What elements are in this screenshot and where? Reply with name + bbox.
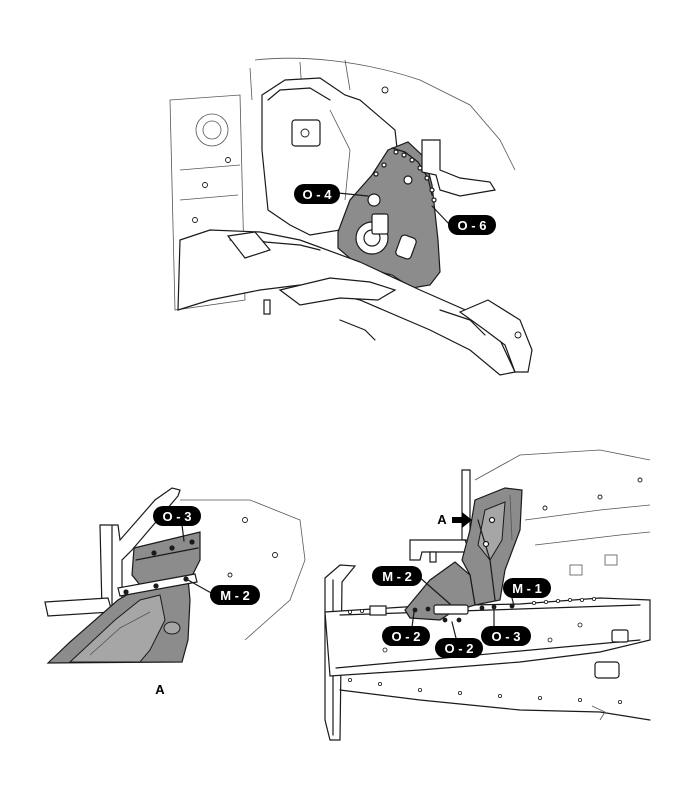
callout-top-o6-text: O - 6 xyxy=(458,218,487,233)
detail-a-drawing xyxy=(44,487,306,664)
callout-right-o2-left-text: O - 2 xyxy=(392,629,421,644)
callout-detail-o3-text: O - 3 xyxy=(163,509,192,524)
callout-right-o2-center: O - 2 xyxy=(435,621,483,658)
callout-right-o2-left: O - 2 xyxy=(382,611,430,646)
callout-detail-o3: O - 3 xyxy=(153,506,201,542)
view-arrow-a-text: A xyxy=(437,512,447,527)
callout-top-o4: O - 4 xyxy=(294,184,369,204)
callout-right-o3-text: O - 3 xyxy=(492,629,521,644)
callout-top-o4-text: O - 4 xyxy=(303,187,333,202)
detail-a-caption: A xyxy=(155,682,165,697)
callout-detail-m2: M - 2 xyxy=(187,579,260,605)
callout-right-o3: O - 3 xyxy=(481,609,531,646)
right-view-drawing xyxy=(324,449,651,741)
callout-right-o2-center-text: O - 2 xyxy=(445,641,474,656)
arrow-right-icon xyxy=(452,512,472,528)
callout-right-m1: M - 1 xyxy=(503,578,551,607)
callout-right-m2: M - 2 xyxy=(372,566,451,605)
callout-top-o6: O - 6 xyxy=(431,205,496,235)
callout-detail-m2-text: M - 2 xyxy=(220,588,250,603)
callout-right-m2-text: M - 2 xyxy=(382,569,412,584)
callout-right-m1-text: M - 1 xyxy=(512,581,542,596)
view-arrow-a: A xyxy=(437,512,472,528)
